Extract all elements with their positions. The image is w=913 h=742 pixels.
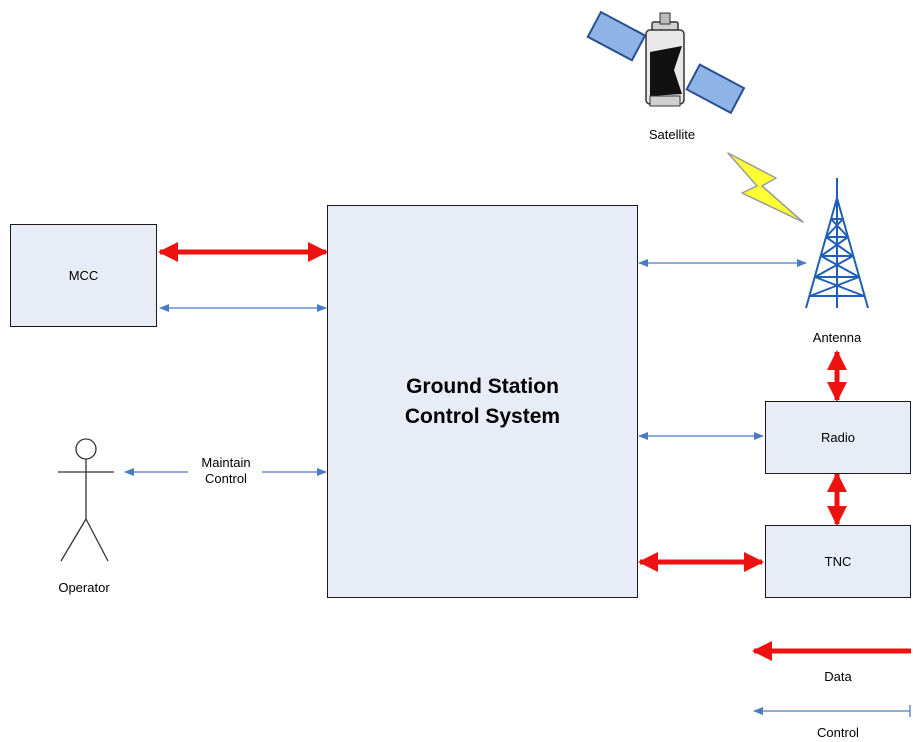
operator-label: Operator <box>58 580 110 595</box>
tnc-label: TNC <box>824 554 852 569</box>
satellite-icon <box>586 10 746 115</box>
maintain-control-label: Maintain Control <box>201 455 251 486</box>
legend-data-label: Data <box>824 669 852 684</box>
operator-icon <box>58 438 114 562</box>
radio-label: Radio <box>821 430 855 445</box>
radio-box: Radio <box>765 401 911 474</box>
tnc-box: TNC <box>765 525 911 598</box>
ground-station-control-system-box: Ground Station Control System <box>327 205 638 598</box>
antenna-label: Antenna <box>812 330 862 345</box>
antenna-icon <box>805 178 869 309</box>
satellite-label: Satellite <box>648 127 696 142</box>
ground-station-control-system-label: Ground Station Control System <box>404 374 561 428</box>
legend-control-label: Control <box>817 725 859 740</box>
mcc-label: MCC <box>68 268 99 283</box>
mcc-box: MCC <box>10 224 157 327</box>
lightning-icon <box>727 152 804 223</box>
